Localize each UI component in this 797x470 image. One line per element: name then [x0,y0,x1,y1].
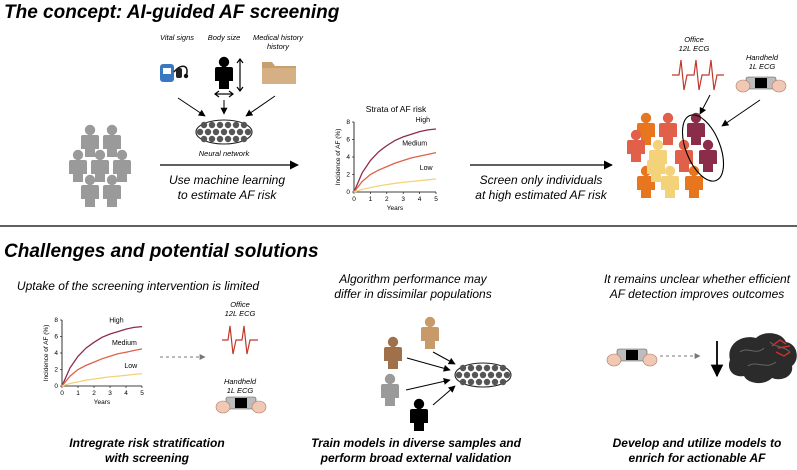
x-tick-label: 4 [418,196,422,203]
arrow-pop3 [405,377,451,391]
c2-title-line-1: Algorithm performance may [338,272,487,286]
series-line-high [61,325,143,387]
x-tick-label: 1 [369,196,373,203]
blood-pressure-cuff-icon [160,64,189,82]
x-tick-label: 5 [140,390,144,397]
c1-handheld-label-2: 1L ECG [227,386,254,395]
x-tick-label: 5 [434,196,438,203]
page-title: The concept: AI-guided AF screening [4,2,340,23]
series-line-low [61,372,143,387]
y-tick-label: 2 [54,367,58,374]
arrow-office-ecg [699,94,711,115]
series-line-high [353,128,437,193]
brain-stroke-icon [728,333,797,384]
y-axis-label: Incidence of AF (%) [43,325,50,382]
y-tick-label: 0 [54,383,58,390]
screen-caption-line-2: at high estimated AF risk [475,188,607,202]
c2-solution-line-2: perform broad external validation [320,451,512,465]
series-label-high: High [109,317,124,324]
series-label-medium: Medium [402,141,427,148]
c2-solution-line-1: Train models in diverse samples and [311,436,522,450]
folder-icon [262,62,296,84]
neural-network-icon [195,119,253,145]
vital-signs-label: Vital signs [160,33,194,42]
c1-ecg-waveform-icon [222,325,258,355]
population-crowd [69,124,131,207]
c1-solution-line-2: with screening [105,451,190,465]
office-ecg-label-2: 12L ECG [679,44,710,53]
handheld-ecg-device-icon [735,76,787,93]
medical-history-label-2: history [267,42,290,51]
series-line-low [353,178,437,193]
arrow-pop2 [406,357,451,372]
medical-history-label: Medical history [253,33,304,42]
y-tick-label: 8 [54,317,58,324]
c2-title-line-2: differ in dissimilar populations [334,287,491,301]
challenges-title: Challenges and potential solutions [4,241,319,262]
series-label-low: Low [420,165,434,172]
x-tick-label: 0 [352,196,356,203]
c3-solution-line-1: Develop and utilize models to [613,436,782,450]
x-tick-label: 1 [76,390,80,397]
arrow-vital-to-nn [177,97,206,117]
y-tick-label: 0 [346,189,350,196]
body-size-label: Body size [208,33,241,42]
input-body-size: Body size [208,33,244,98]
arrow-handheld-ecg [721,99,761,127]
diverse-population-icons [381,316,439,431]
series-line-medium [61,348,143,387]
series-label-medium: Medium [112,340,137,347]
input-vital-signs: Vital signs [160,33,194,82]
c3-title-line-1: It remains unclear whether efficient [604,272,791,286]
ml-caption-line-2: to estimate AF risk [178,188,278,202]
handheld-ecg-label-1: Handheld [746,53,779,62]
ml-caption-line-1: Use machine learning [169,173,285,187]
y-tick-label: 4 [346,154,350,161]
x-tick-label: 3 [108,390,112,397]
chart1-title: Strata of AF risk [366,104,427,114]
c1-handheld-device-icon [215,396,267,414]
series-label-high: High [416,117,431,124]
y-tick-label: 6 [54,334,58,341]
ecg-waveform-icon [672,59,724,91]
x-tick-label: 2 [385,196,389,203]
arrow-pop1 [432,351,456,365]
series-label-low: Low [124,363,138,370]
risk-stratified-crowd [627,112,725,198]
y-tick-label: 4 [54,350,58,357]
y-tick-label: 2 [346,172,350,179]
x-axis-label: Years [387,205,404,212]
high-risk-selection-outline [681,114,725,182]
c1-solution-line-1: Intregrate risk stratification [69,436,224,450]
handheld-ecg-label-2: 1L ECG [749,62,776,71]
arrow-history-to-nn [245,95,276,117]
x-tick-label: 3 [401,196,405,203]
c3-title-line-2: AF detection improves outcomes [609,287,785,301]
c2-neural-network-icon [454,362,512,388]
series-line-medium [353,151,437,193]
c1-office-label-2: 12L ECG [225,309,256,318]
c1-office-label-1: Office [230,300,250,309]
x-tick-label: 0 [60,390,64,397]
nn-label: Neural network [199,149,251,158]
c1-handheld-label-1: Handheld [224,377,257,386]
arrow-pop4 [432,385,456,406]
c3-solution-line-2: enrich for actionable AF [629,451,767,465]
challenge1-title: Uptake of the screening intervention is … [17,279,259,293]
body-size-icon [214,56,244,98]
x-tick-label: 4 [124,390,128,397]
x-axis-label: Years [94,399,111,406]
c3-handheld-device-icon [606,348,658,367]
y-axis-label: Incidence of AF (%) [335,129,342,186]
x-tick-label: 2 [92,390,96,397]
y-tick-label: 6 [346,137,350,144]
y-tick-label: 8 [346,119,350,126]
input-medical-history: Medical history history [253,33,304,84]
office-ecg-label-1: Office [684,35,704,44]
screen-caption-line-1: Screen only individuals [480,173,603,187]
